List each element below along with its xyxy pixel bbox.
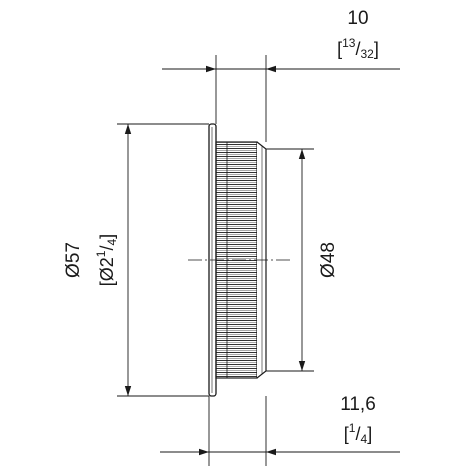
bottom-width-fraction: [1/4]	[344, 421, 372, 446]
dimension-bottom-width: 11,6 [1/4]	[160, 394, 400, 466]
top-width-value: 10	[347, 8, 368, 29]
dimension-inner-diameter: Ø48	[266, 148, 339, 372]
outer-diameter-value: Ø57	[63, 242, 84, 278]
bottom-width-value: 11,6	[340, 394, 376, 415]
outer-diameter-inch: [Ø21/4]	[94, 234, 119, 286]
dimension-outer-diameter: Ø57 [Ø21/4]	[63, 123, 209, 397]
inner-diameter-value: Ø48	[318, 242, 339, 278]
dimension-top-width: 10 [13/32]	[162, 8, 400, 142]
top-width-fraction: [13/32]	[337, 36, 379, 61]
